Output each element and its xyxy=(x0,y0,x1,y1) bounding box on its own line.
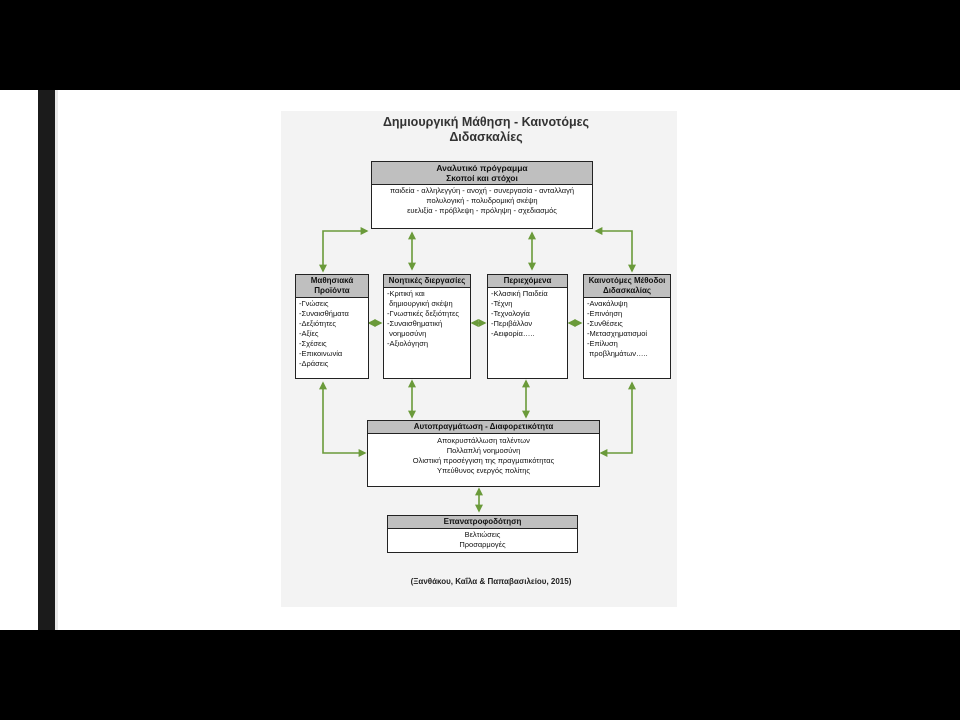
feedback-heading: Επανατροφοδότηση xyxy=(388,516,577,529)
slide-accent-bar-light xyxy=(55,90,58,630)
learning-products-box: Μαθησιακά Προϊόντα -Γνώσεις -Συναισθήματ… xyxy=(295,274,369,379)
connector-arrows xyxy=(319,227,636,513)
feedback-body: Βελτιώσεις Προσαρμογές xyxy=(459,530,506,549)
curriculum-body: παιδεία - αλληλεγγύη - ανοχή - συνεργασί… xyxy=(389,186,575,215)
curriculum-box: Αναλυτικό πρόγραμμα Σκοποί και στόχοι πα… xyxy=(371,161,593,229)
learning-products-list: -Γνώσεις -Συναισθήματα -Δεξιότητες -Αξίε… xyxy=(299,299,349,368)
learning-products-heading: Μαθησιακά Προϊόντα xyxy=(296,275,368,298)
slide-accent-bar xyxy=(38,90,55,630)
innovative-methods-list: -Ανακάλυψη -Επινόηση -Συνθέσεις -Μετασχη… xyxy=(587,299,648,358)
cognitive-processes-heading: Νοητικές διεργασίες xyxy=(384,275,470,288)
arrow-curriculum-products xyxy=(319,227,369,273)
arrow-products-selfactualization xyxy=(319,381,367,457)
self-actualization-box: Αυτοπραγμάτωση - Διαφορετικότητα Αποκρυσ… xyxy=(367,420,600,487)
cognitive-processes-box: Νοητικές διεργασίες -Κριτική και δημιουρ… xyxy=(383,274,471,379)
self-actualization-heading: Αυτοπραγμάτωση - Διαφορετικότητα xyxy=(368,421,599,434)
cognitive-processes-list: -Κριτική και δημιουργική σκέψη -Γνωστικέ… xyxy=(387,289,459,348)
innovative-methods-heading: Καινοτόμες Μέθοδοι Διδασκαλίας xyxy=(584,275,670,298)
innovative-methods-box: Καινοτόμες Μέθοδοι Διδασκαλίας -Ανακάλυψ… xyxy=(583,274,671,379)
arrow-curriculum-methods xyxy=(594,227,636,273)
self-actualization-body: Αποκρυστάλλωση ταλέντων Πολλαπλή νοημοσύ… xyxy=(412,436,555,475)
citation: (Ξανθάκου, Καΐλα & Παπαβασιλείου, 2015) xyxy=(410,577,572,586)
feedback-box: Επανατροφοδότηση Βελτιώσεις Προσαρμογές xyxy=(387,515,578,553)
contents-heading: Περιεχόμενα xyxy=(488,275,567,288)
curriculum-heading: Αναλυτικό πρόγραμμα Σκοποί και στόχοι xyxy=(372,162,592,185)
arrow-methods-selfactualization xyxy=(599,381,636,457)
diagram-figure: Δημιουργική Μάθηση - Καινοτόμες Διδασκαλ… xyxy=(281,111,677,607)
contents-list: -Κλασική Παιδεία -Τέχνη -Τεχνολογία -Περ… xyxy=(491,289,548,338)
contents-box: Περιεχόμενα -Κλασική Παιδεία -Τέχνη -Τεχ… xyxy=(487,274,568,379)
diagram-title: Δημιουργική Μάθηση - Καινοτόμες Διδασκαλ… xyxy=(382,115,590,144)
